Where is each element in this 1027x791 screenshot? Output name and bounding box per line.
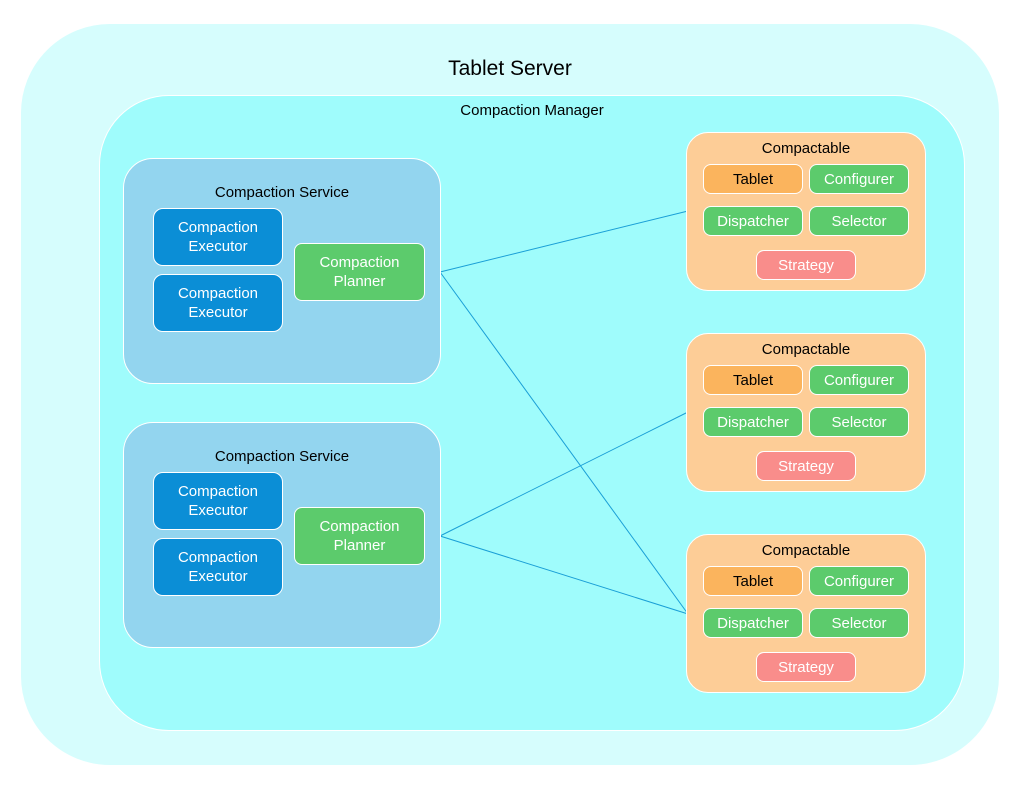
dispatcher-box: Dispatcher <box>703 608 803 638</box>
compactable-title: Compactable <box>761 341 851 358</box>
compaction-executor-label: Compaction Executor <box>177 219 259 255</box>
compaction-planner-label: Compaction Planner <box>319 518 400 554</box>
compaction-executor: Compaction Executor <box>153 472 283 530</box>
tablet-label: Tablet <box>732 170 774 188</box>
configurer-box: Configurer <box>809 365 909 395</box>
compaction-planner-label: Compaction Planner <box>319 254 400 290</box>
compactable-title: Compactable <box>761 542 851 559</box>
compaction-service: Compaction Service Compaction Executor C… <box>123 158 441 384</box>
strategy-label: Strategy <box>778 457 834 475</box>
selector-box: Selector <box>809 206 909 236</box>
tablet-box: Tablet <box>703 164 803 194</box>
compactable-title: Compactable <box>761 140 851 157</box>
strategy-box: Strategy <box>756 250 856 280</box>
compaction-executor: Compaction Executor <box>153 274 283 332</box>
strategy-label: Strategy <box>778 658 834 676</box>
selector-label: Selector <box>831 212 887 230</box>
compaction-executor-label: Compaction Executor <box>177 549 259 585</box>
compaction-service-title: Compaction Service <box>214 184 350 201</box>
selector-label: Selector <box>831 413 887 431</box>
configurer-box: Configurer <box>809 164 909 194</box>
configurer-label: Configurer <box>823 572 895 590</box>
configurer-label: Configurer <box>823 371 895 389</box>
compaction-service: Compaction Service Compaction Executor C… <box>123 422 441 648</box>
compaction-executor-label: Compaction Executor <box>177 285 259 321</box>
tablet-server-title: Tablet Server <box>448 57 572 80</box>
compaction-manager-title: Compaction Manager <box>460 102 604 119</box>
connector-line <box>439 271 689 615</box>
dispatcher-label: Dispatcher <box>717 212 789 230</box>
connector-line <box>439 535 689 615</box>
compactable: Compactable Tablet Configurer Dispatcher… <box>686 534 926 693</box>
connector-line <box>439 210 689 273</box>
connector-line <box>439 411 689 537</box>
strategy-box: Strategy <box>756 652 856 682</box>
selector-box: Selector <box>809 608 909 638</box>
tablet-box: Tablet <box>703 365 803 395</box>
compaction-planner: Compaction Planner <box>294 507 425 565</box>
compaction-executor-label: Compaction Executor <box>177 483 259 519</box>
compaction-planner: Compaction Planner <box>294 243 425 301</box>
selector-label: Selector <box>831 614 887 632</box>
dispatcher-box: Dispatcher <box>703 407 803 437</box>
selector-box: Selector <box>809 407 909 437</box>
dispatcher-label: Dispatcher <box>717 413 789 431</box>
compaction-service-title: Compaction Service <box>214 448 350 465</box>
compactable: Compactable Tablet Configurer Dispatcher… <box>686 132 926 291</box>
dispatcher-label: Dispatcher <box>717 614 789 632</box>
configurer-box: Configurer <box>809 566 909 596</box>
strategy-label: Strategy <box>778 256 834 274</box>
compaction-executor: Compaction Executor <box>153 538 283 596</box>
strategy-box: Strategy <box>756 451 856 481</box>
dispatcher-box: Dispatcher <box>703 206 803 236</box>
compactable: Compactable Tablet Configurer Dispatcher… <box>686 333 926 492</box>
tablet-label: Tablet <box>732 572 774 590</box>
tablet-box: Tablet <box>703 566 803 596</box>
configurer-label: Configurer <box>823 170 895 188</box>
tablet-label: Tablet <box>732 371 774 389</box>
compaction-executor: Compaction Executor <box>153 208 283 266</box>
